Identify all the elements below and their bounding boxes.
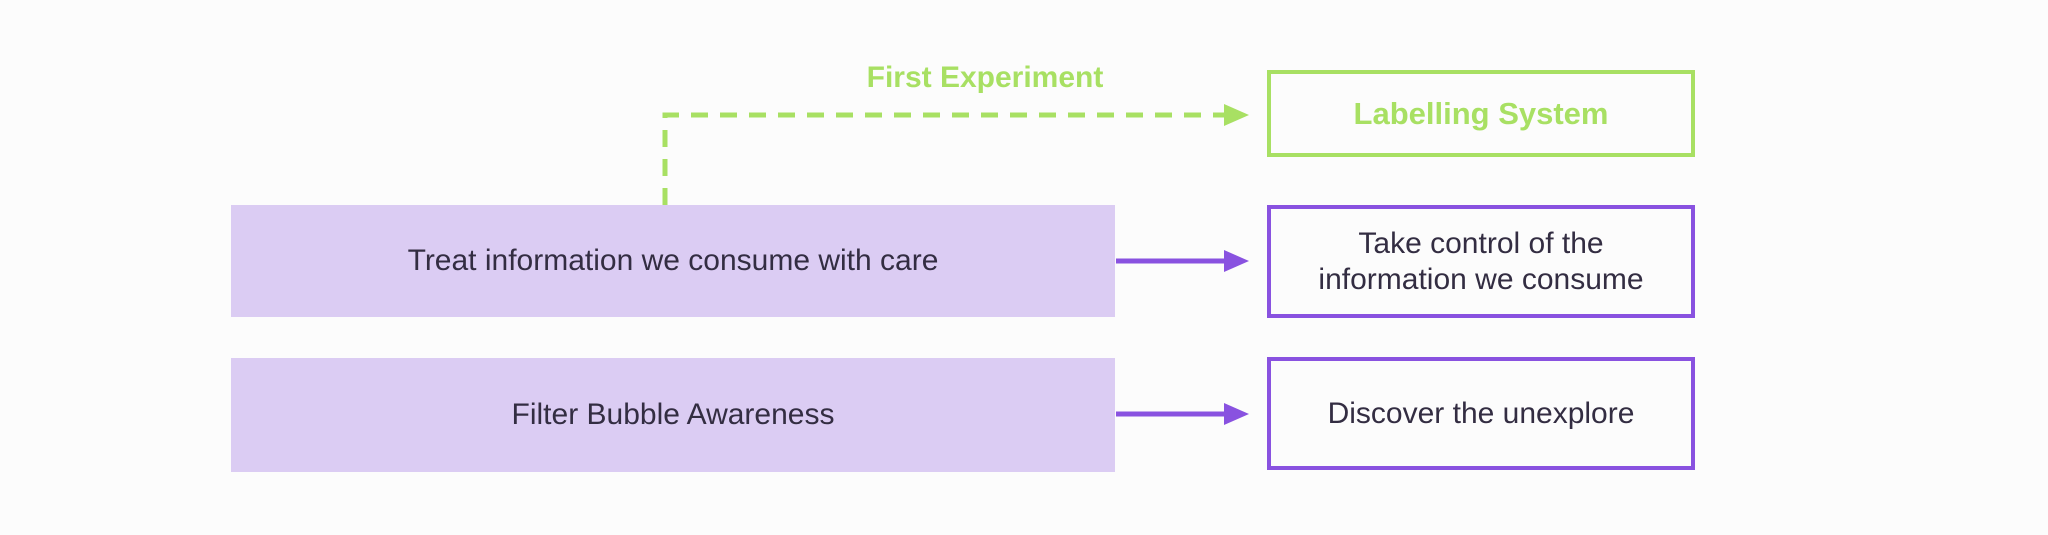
node-treat-information: Treat information we consume with care (231, 205, 1115, 317)
node-filter-bubble-awareness: Filter Bubble Awareness (231, 358, 1115, 472)
node-labelling-system-label: Labelling System (1353, 95, 1609, 131)
arrow-filter-bubble-to-discover-head-icon (1224, 403, 1249, 425)
node-filter-bubble-awareness-label: Filter Bubble Awareness (511, 398, 835, 431)
node-labelling-system: Labelling System (1267, 70, 1695, 157)
node-take-control: Take control of the information we consu… (1267, 205, 1695, 318)
node-treat-information-label: Treat information we consume with care (407, 244, 939, 277)
node-take-control-label: Take control of the information we consu… (1318, 226, 1644, 296)
node-discover-unexplore-label: Discover the unexplore (1327, 396, 1635, 430)
first-experiment-label: First Experiment (866, 61, 1104, 94)
first-experiment-dashed-connector (662, 112, 1224, 205)
first-experiment-arrowhead-icon (1224, 104, 1249, 126)
node-discover-unexplore: Discover the unexplore (1267, 357, 1695, 470)
arrow-treat-to-take-control-head-icon (1224, 250, 1249, 272)
